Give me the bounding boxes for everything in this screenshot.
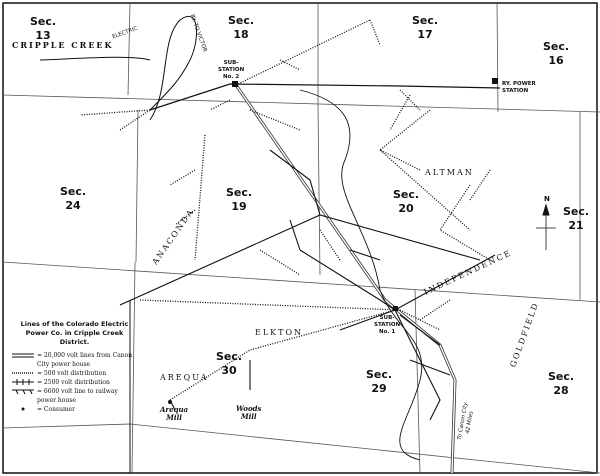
distribution-500v <box>79 19 491 401</box>
section-17: Sec.17 <box>412 14 439 41</box>
substation-1-label: SUB- STATION No. 1 <box>374 315 401 335</box>
legend-item: = Consumer <box>12 405 137 414</box>
substation-1-marker <box>393 306 398 311</box>
legend-item: = 500 volt distribution <box>12 369 137 378</box>
section-18: Sec.18 <box>228 14 255 41</box>
section-13: Sec.13 <box>30 15 57 42</box>
section-29: Sec.29 <box>366 368 393 395</box>
place-elkton: ELKTON <box>255 328 304 337</box>
dotted-line-icon <box>12 372 34 374</box>
railway-line <box>149 83 501 111</box>
distribution-2500v <box>119 149 496 421</box>
dot-icon <box>21 407 25 411</box>
section-19: Sec.19 <box>226 186 253 213</box>
section-24: Sec.24 <box>60 185 87 212</box>
double-line-icon <box>12 353 34 358</box>
section-20: Sec.20 <box>393 188 420 215</box>
place-altman: ALTMAN <box>425 168 474 177</box>
section-16: Sec.16 <box>543 40 570 67</box>
north-label: N <box>544 195 550 203</box>
railway-line-icon <box>12 389 34 395</box>
section-30: Sec.30 <box>216 350 243 377</box>
section-28: Sec.28 <box>548 370 575 397</box>
legend-item: = 2500 volt distribution <box>12 378 137 387</box>
arequa-mill-marker <box>168 400 172 404</box>
arequa-mill-label: Arequa Mill <box>160 405 189 422</box>
place-arequa: AREQUA <box>160 373 209 382</box>
north-arrow-icon <box>536 203 556 250</box>
legend: Lines of the Colorado Electric Power Co.… <box>12 320 137 414</box>
substation-2-label: SUB- STATION No. 2 <box>218 60 245 80</box>
legend-title: Lines of the Colorado Electric Power Co.… <box>20 320 129 346</box>
woods-mill-label: Woods Mill <box>236 404 262 421</box>
section-21: Sec.21 <box>563 205 590 232</box>
legend-item: = 20,000 volt lines from Canon City powe… <box>12 351 137 369</box>
legend-item: = 6600 volt line to railway power house <box>12 387 137 405</box>
substation-2-marker <box>232 81 238 87</box>
ry-power-station-marker <box>492 78 498 84</box>
place-cripple-creek: CRIPPLE CREEK <box>12 40 114 50</box>
ry-power-station-label: RY. POWER STATION <box>502 81 536 94</box>
cross-line-icon <box>12 379 34 385</box>
